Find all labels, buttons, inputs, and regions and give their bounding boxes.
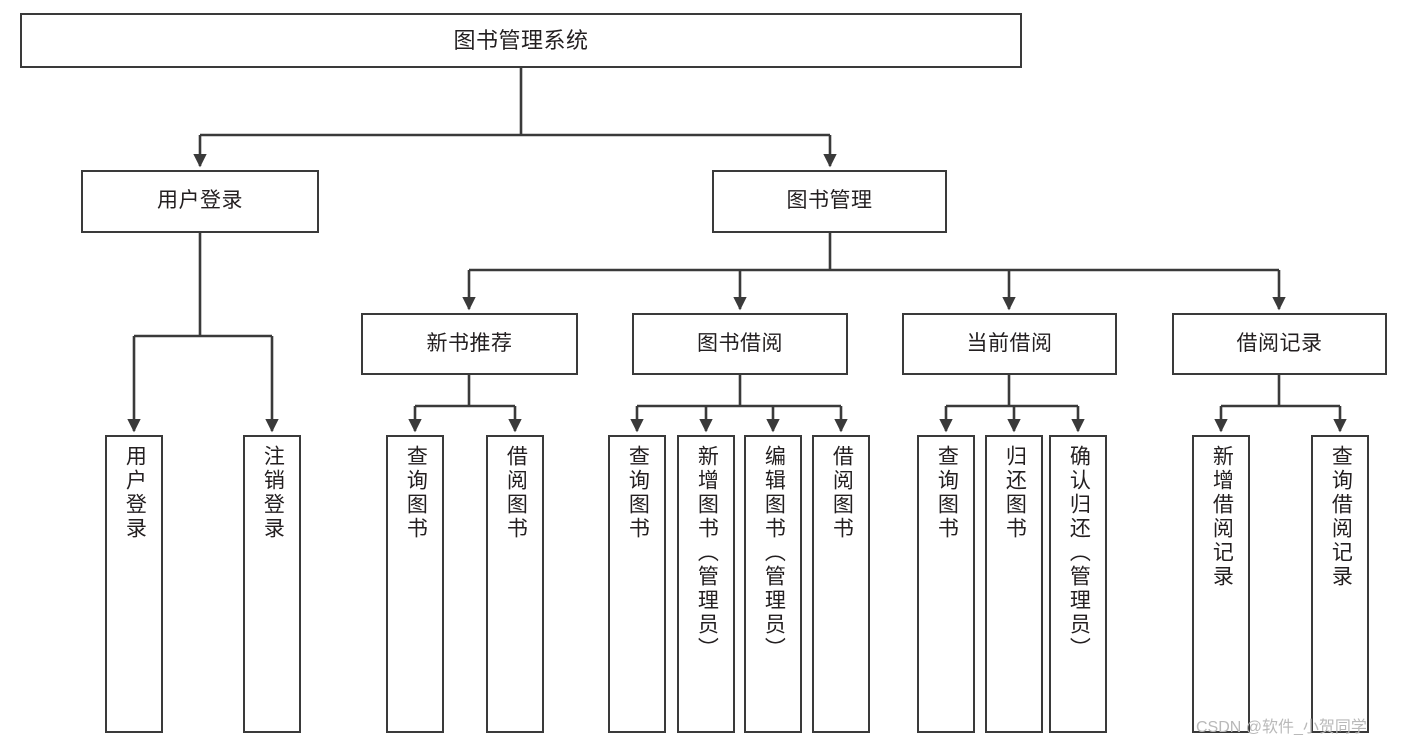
node-leaf-borrow-book-label: 借阅图书 — [830, 445, 854, 541]
node-leaf-query-book-rec[interactable]: 查询图书 — [386, 435, 444, 733]
node-borrow-record[interactable]: 借阅记录 — [1172, 313, 1387, 375]
node-leaf-return-book[interactable]: 归还图书 — [985, 435, 1043, 733]
node-leaf-query-book-cur[interactable]: 查询图书 — [917, 435, 975, 733]
node-leaf-query-record[interactable]: 查询借阅记录 — [1311, 435, 1369, 733]
node-leaf-borrow-book-rec-label: 借阅图书 — [504, 445, 528, 541]
node-current-borrow-label: 当前借阅 — [966, 331, 1053, 355]
node-leaf-borrow-book-rec[interactable]: 借阅图书 — [486, 435, 544, 733]
node-leaf-borrow-book[interactable]: 借阅图书 — [812, 435, 870, 733]
node-leaf-user-login-label: 用户登录 — [123, 445, 147, 541]
node-leaf-query-book-borrow[interactable]: 查询图书 — [608, 435, 666, 733]
node-leaf-user-logout[interactable]: 注销登录 — [243, 435, 301, 733]
node-borrow-record-label: 借阅记录 — [1236, 331, 1323, 355]
node-leaf-add-book-label: 新增图书（管理员） — [695, 445, 719, 661]
node-leaf-edit-book[interactable]: 编辑图书（管理员） — [744, 435, 802, 733]
node-new-book-rec-label: 新书推荐 — [426, 331, 513, 355]
node-leaf-query-record-label: 查询借阅记录 — [1329, 445, 1353, 589]
node-leaf-add-record-label: 新增借阅记录 — [1210, 445, 1234, 589]
node-leaf-add-book[interactable]: 新增图书（管理员） — [677, 435, 735, 733]
node-user-login[interactable]: 用户登录 — [81, 170, 319, 233]
node-book-admin[interactable]: 图书管理 — [712, 170, 947, 233]
node-book-borrow-label: 图书借阅 — [697, 331, 783, 355]
node-root-label: 图书管理系统 — [453, 27, 589, 53]
node-user-login-label: 用户登录 — [157, 189, 243, 213]
node-leaf-add-record[interactable]: 新增借阅记录 — [1192, 435, 1250, 733]
node-leaf-query-book-cur-label: 查询图书 — [935, 445, 959, 541]
node-leaf-query-book-rec-label: 查询图书 — [404, 445, 428, 541]
node-leaf-user-login[interactable]: 用户登录 — [105, 435, 163, 733]
node-leaf-return-book-label: 归还图书 — [1003, 445, 1027, 541]
node-leaf-user-logout-label: 注销登录 — [261, 445, 285, 541]
node-leaf-confirm-return[interactable]: 确认归还（管理员） — [1049, 435, 1107, 733]
node-current-borrow[interactable]: 当前借阅 — [902, 313, 1117, 375]
node-leaf-confirm-return-label: 确认归还（管理员） — [1067, 445, 1091, 661]
watermark-text: CSDN @软件_小贺同学 — [1196, 719, 1367, 736]
node-leaf-edit-book-label: 编辑图书（管理员） — [762, 445, 786, 661]
node-book-admin-label: 图书管理 — [786, 189, 873, 213]
node-leaf-query-book-borrow-label: 查询图书 — [626, 445, 650, 541]
node-root[interactable]: 图书管理系统 — [20, 13, 1022, 68]
node-book-borrow[interactable]: 图书借阅 — [632, 313, 848, 375]
node-new-book-rec[interactable]: 新书推荐 — [361, 313, 578, 375]
